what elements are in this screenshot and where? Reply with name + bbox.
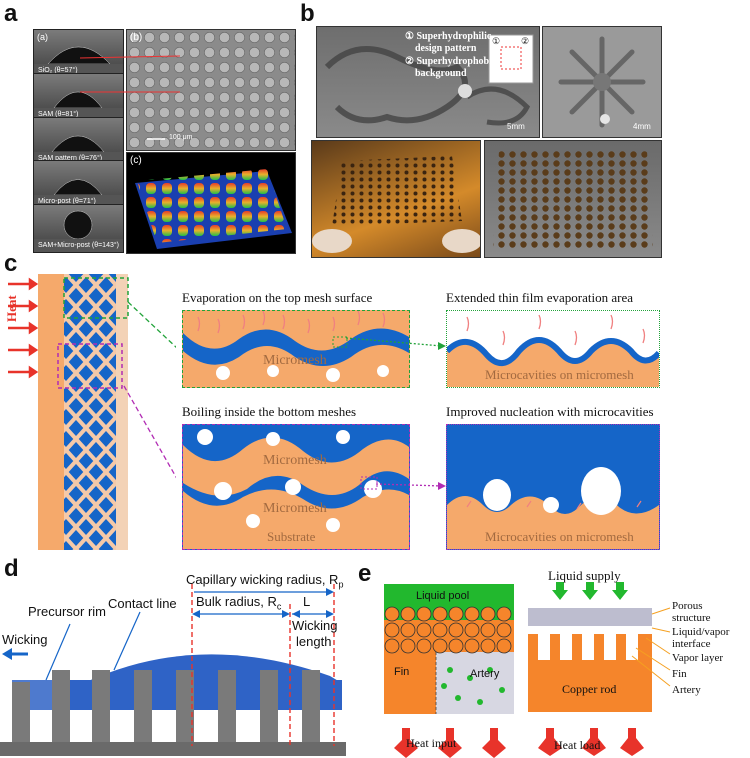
sublabel-a: (a) — [37, 32, 48, 42]
fin-label-right: Fin — [672, 668, 687, 680]
heat-pipe-diagram — [384, 582, 671, 758]
sublabel-b: (b) — [130, 32, 143, 43]
porous-label-1: Porous — [672, 600, 703, 612]
connector-purple — [376, 482, 446, 490]
heat-load-label: Heat load — [554, 738, 601, 752]
micropost-3d-render: (c) — [126, 152, 296, 254]
wicking-label: Wicking — [2, 632, 48, 647]
droplet-shape-5 — [34, 210, 123, 252]
nucleation-art — [447, 467, 659, 549]
liquid-pool-label: Liquid pool — [416, 590, 470, 602]
inset-label-2: ② — [521, 36, 530, 46]
pattern-swirls — [324, 34, 534, 126]
droplet-array-photo — [484, 140, 662, 258]
inset-label-1: ① — [492, 36, 501, 46]
radial-spokes — [558, 36, 646, 128]
L-label: L — [303, 594, 311, 609]
artery-label-right: Artery — [672, 684, 701, 696]
bulk-radius-sub: c — [276, 601, 282, 612]
nucleation-box: Microcavities on micromesh — [446, 424, 660, 550]
contact-line-label: Contact line — [108, 596, 177, 611]
capillary-label: Capillary wicking radius, Rp — [186, 572, 343, 590]
radial-pattern-photo: 4mm — [542, 26, 662, 138]
droplet-image-2: SAM (θ=81°) — [33, 73, 124, 122]
fin-label-left: Fin — [394, 666, 410, 678]
micropost-grid — [127, 30, 295, 150]
microcavities-label-top: Microcavities on micromesh — [485, 367, 634, 382]
legend-1b: design pattern — [415, 43, 477, 54]
heat-label: Heat — [4, 295, 19, 322]
scale-bar-label-b2: 4mm — [633, 122, 651, 131]
copper-rod-label: Copper rod — [562, 682, 617, 696]
legend-2b: background — [415, 68, 467, 79]
droplet-caption-2: SAM (θ=81°) — [38, 111, 79, 118]
panel-label-a: a — [4, 0, 18, 27]
microcavities-label-bottom: Microcavities on micromesh — [485, 529, 634, 544]
title-top-right: Extended thin film evaporation area — [446, 290, 633, 305]
title-bottom-right: Improved nucleation with microcavities — [446, 404, 654, 419]
evaporation-top-box: Micromesh — [182, 310, 410, 388]
micromesh-label-3: Micromesh — [263, 501, 327, 516]
title-bottom-left: Boiling inside the bottom meshes — [182, 404, 357, 419]
micromesh-label-2: Micromesh — [263, 453, 327, 468]
wicking-diagram — [0, 584, 346, 756]
heat-input-label: Heat input — [406, 736, 457, 750]
liquid-vapor-label-1: Liquid/vapor — [672, 626, 730, 638]
boiling-art — [183, 429, 409, 549]
scale-bar-label-a: 100 μm — [169, 134, 193, 141]
flexible-array-photo — [311, 140, 481, 258]
legend-2: ② Superhydrophobic — [405, 56, 497, 67]
boiling-box: Micromesh Micromesh Substrate — [182, 424, 410, 550]
scale-bar-label-b1: 5mm — [507, 122, 525, 131]
panel-label-b: b — [300, 0, 315, 27]
droplet-image-4: Micro-post (θ=71°) — [33, 160, 124, 209]
panel-label-c: c — [4, 250, 18, 277]
thin-film-box: Microcavities on micromesh — [446, 310, 660, 388]
droplet-caption-4: Micro-post (θ=71°) — [38, 198, 96, 205]
vapor-layer-label: Vapor layer — [672, 652, 724, 664]
connector-green — [346, 337, 446, 350]
panel-label-e: e — [358, 560, 372, 587]
droplet-image-3: SAM pattern (θ=76°) — [33, 117, 124, 166]
sublabel-c: (c) — [130, 155, 142, 166]
title-top-left: Evaporation on the top mesh surface — [182, 290, 373, 305]
substrate-label: Substrate — [267, 529, 316, 544]
artery-label-left: Artery — [470, 668, 500, 680]
flexible-array-drops — [312, 156, 480, 253]
evaporation-top-art — [183, 311, 409, 382]
legend-1: ① Superhydrophilic — [405, 31, 492, 42]
micropost-sem-image: (b) 100 μm — [126, 29, 296, 151]
liquid-vapor-label-2: interface — [672, 638, 711, 650]
bulk-radius-text: Bulk radius, R — [196, 594, 277, 609]
pattern-photo: ① Superhydrophilic design pattern ② Supe… — [316, 26, 540, 138]
droplet-image-5: SAM+Micro-post (θ=143°) — [33, 204, 124, 253]
wicking-length-label-2: length — [296, 634, 332, 649]
droplet-caption-5: SAM+Micro-post (θ=143°) — [38, 242, 119, 249]
bulk-radius-label: Bulk radius, Rc — [196, 594, 281, 612]
droplet-caption-3: SAM pattern (θ=76°) — [38, 155, 103, 162]
capillary-sub: p — [338, 579, 344, 590]
droplet-caption-1: SiO₂ (θ=57°) — [38, 67, 78, 74]
wicking-length-label-1: Wicking — [292, 618, 338, 633]
precursor-rim-label: Precursor rim — [28, 604, 107, 619]
panel-label-d: d — [4, 555, 19, 582]
micropost-3d-grid — [135, 169, 292, 249]
capillary-text: Capillary wicking radius, R — [186, 572, 339, 587]
connector-arrows-a — [80, 55, 181, 93]
micromesh-label-1: Micromesh — [263, 353, 327, 368]
liquid-supply-label: Liquid supply — [548, 568, 621, 583]
porous-label-2: structure — [672, 612, 711, 624]
thin-film-art — [447, 314, 659, 387]
droplet-array-grid — [493, 151, 653, 249]
mesh-strip-diagram — [8, 274, 176, 550]
